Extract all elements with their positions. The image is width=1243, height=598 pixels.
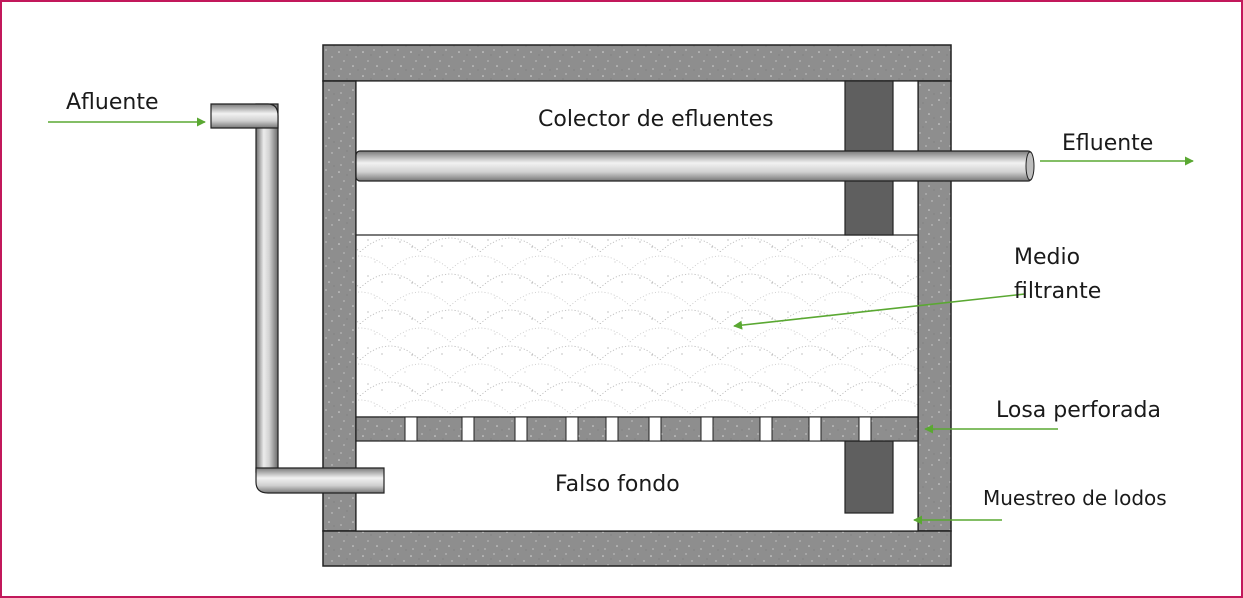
labels: Afluente Efluente Colector de efluentes … [66, 90, 1167, 510]
afluente-label: Afluente [66, 90, 159, 115]
medio-filtrante-arrow [733, 293, 1026, 330]
effluent-pipe-body [355, 150, 1033, 182]
influent-pipe [210, 103, 385, 494]
slab-hole [565, 416, 579, 442]
slab-hole [808, 416, 822, 442]
colector-label: Colector de efluentes [538, 107, 774, 132]
slab-hole [648, 416, 662, 442]
falso-fondo-label: Falso fondo [555, 472, 680, 497]
slab-hole [514, 416, 528, 442]
influent-pipe-vertical [255, 103, 279, 473]
slab-hole [700, 416, 714, 442]
efluente-label: Efluente [1062, 131, 1153, 156]
muestreo-lodos-label: Muestreo de lodos [983, 486, 1167, 510]
tank-left-wall [322, 80, 357, 532]
effluent-collector-pipe [355, 150, 1035, 182]
losa-perforada-label: Losa perforada [996, 398, 1161, 423]
medio-filtrante-label-line2: filtrante [1014, 279, 1101, 304]
slab-hole [858, 416, 872, 442]
influent-pipe-outlet [255, 467, 385, 494]
tank-top-wall [322, 44, 952, 82]
slab-hole [605, 416, 619, 442]
slab-perforations [404, 416, 872, 442]
medio-filtrante-label-line1: Medio [1014, 245, 1080, 270]
slab-hole [759, 416, 773, 442]
slab-hole [461, 416, 475, 442]
tank-bottom-wall [322, 530, 952, 567]
influent-pipe-inlet [210, 103, 279, 129]
filter-media [355, 234, 919, 418]
slab-base [355, 416, 919, 442]
arrows [48, 117, 1194, 525]
slab-hole [404, 416, 418, 442]
perforated-slab [355, 416, 919, 442]
sludge-sampling-column [844, 440, 894, 514]
effluent-pipe-outlet [1025, 151, 1035, 181]
